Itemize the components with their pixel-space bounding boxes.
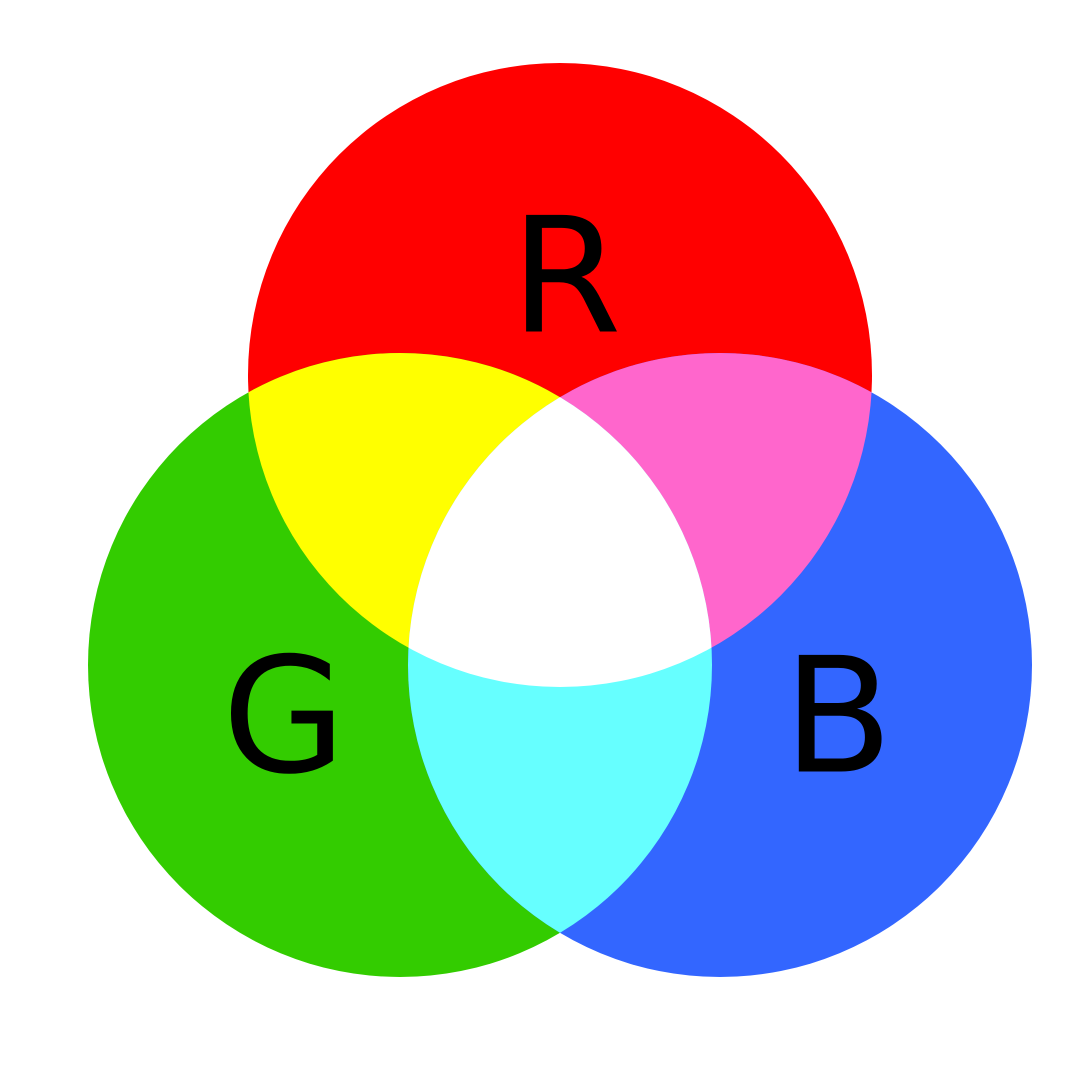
- red-label: R: [510, 183, 621, 370]
- center-overlap: [408, 353, 712, 687]
- blue-label: B: [783, 623, 893, 810]
- green-label: G: [222, 623, 346, 810]
